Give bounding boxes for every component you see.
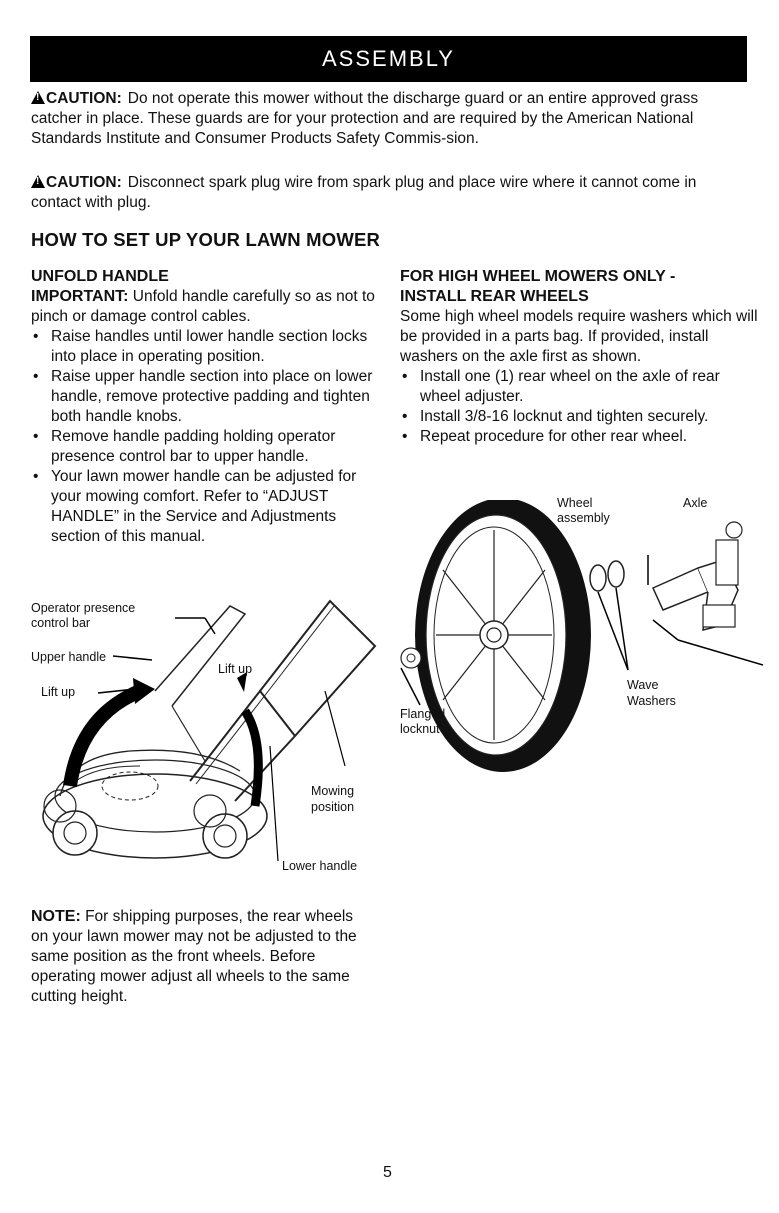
section-banner: ASSEMBLY (30, 36, 747, 82)
list-item: Your lawn mower handle can be adjusted f… (31, 467, 386, 547)
high-wheel-heading-1: FOR HIGH WHEEL MOWERS ONLY - (400, 268, 676, 285)
list-item: Raise handles until lower handle section… (31, 327, 386, 367)
warning-triangle-icon (31, 175, 45, 188)
lower-handle-label: Lower handle (282, 859, 358, 873)
locknut-label: locknut (400, 722, 440, 736)
wheel-assembly-illustration (400, 500, 764, 772)
lift-up-left-label: Lift up (41, 685, 76, 699)
note-text: For shipping purposes, the rear wheels o… (31, 908, 357, 1005)
important-paragraph: IMPORTANT: Unfold handle carefully so as… (31, 287, 386, 327)
list-item: Install one (1) rear wheel on the axle o… (400, 367, 760, 407)
assembly-label: assembly (557, 511, 610, 525)
note-label: NOTE: (31, 908, 81, 925)
wave-label: Wave (627, 678, 659, 692)
list-item: Raise upper handle section into place on… (31, 367, 386, 427)
control-bar-label: control bar (31, 616, 91, 630)
washers-label: Washers (627, 694, 676, 708)
mowing-label: Mowing (311, 784, 355, 798)
flanged-label: Flanged (400, 707, 446, 721)
high-wheel-intro: Some high wheel models require washers w… (400, 308, 758, 365)
important-text: Unfold handle carefully so as not to pin… (31, 288, 375, 325)
list-item: Install 3/8-16 locknut and tighten secur… (400, 407, 760, 427)
note-paragraph: NOTE: For shipping purposes, the rear wh… (31, 907, 371, 1007)
list-item: Remove handle padding holding operator p… (31, 427, 386, 467)
caution-paragraph-1: CAUTION:Do not operate this mower withou… (31, 89, 749, 149)
left-column: UNFOLD HANDLE IMPORTANT: Unfold handle c… (31, 267, 386, 547)
caution-label: CAUTION: (46, 174, 122, 191)
high-wheel-heading-2: INSTALL REAR WHEELS (400, 288, 589, 305)
important-label: IMPORTANT: (31, 288, 129, 305)
upper-handle-label: Upper handle (31, 650, 107, 664)
lawn-mower-illustration (42, 599, 377, 862)
caution-paragraph-2: CAUTION:Disconnect spark plug wire from … (31, 173, 749, 213)
axle-label: Axle (683, 496, 708, 510)
position-label: position (311, 800, 355, 814)
right-column: FOR HIGH WHEEL MOWERS ONLY - INSTALL REA… (400, 267, 760, 447)
lift-up-right-label: Lift up (218, 662, 253, 676)
caution-label: CAUTION: (46, 90, 122, 107)
wheel-label: Wheel (557, 496, 593, 510)
list-item: Repeat procedure for other rear wheel. (400, 427, 760, 447)
section-title: ASSEMBLY (322, 46, 455, 71)
main-heading: HOW TO SET UP YOUR LAWN MOWER (31, 229, 381, 250)
unfold-handle-heading: UNFOLD HANDLE (31, 268, 169, 285)
warning-triangle-icon (31, 91, 45, 104)
caution-text: Disconnect spark plug wire from spark pl… (31, 174, 697, 211)
page-number: 5 (383, 1164, 392, 1181)
caution-text: Do not operate this mower without the di… (31, 90, 699, 147)
operator-presence-label: Operator presence (31, 601, 136, 615)
